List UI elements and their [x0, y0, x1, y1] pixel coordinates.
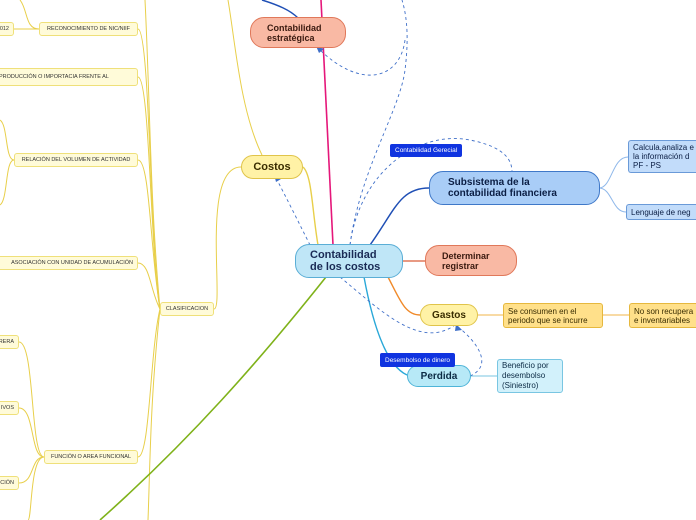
connector-central-subsistema	[369, 187, 430, 246]
subtopic-produccion-importancia[interactable]: PRODUCCIÓN O IMPORTACIA FRENTE AL	[0, 68, 138, 86]
connector-central-costos	[302, 166, 319, 246]
subtopic-funcion-area[interactable]: FUNCIÓN O AREA FUNCIONAL	[44, 450, 138, 464]
connector-funcion-children-4	[27, 456, 45, 520]
connector-relacion	[137, 159, 161, 310]
connector-clasificacion-trunk-low	[147, 308, 161, 520]
connector-central-green	[99, 276, 327, 520]
relation-central-estrategica	[317, 0, 408, 246]
connector-subsistema-lenguaje	[598, 187, 627, 213]
subtopic-ivos[interactable]: IVOS	[0, 401, 19, 415]
connector-central-perdida	[363, 276, 408, 376]
subtopic-012[interactable]: 012	[0, 22, 14, 36]
topic-determinar-registrar[interactable]: Determinar registrar	[425, 245, 517, 276]
relation-perdida-gastos	[457, 326, 483, 377]
connector-clasificacion-trunk	[144, 0, 161, 310]
topic-costos[interactable]: Costos	[241, 155, 303, 179]
topic-subsistema[interactable]: Subsistema de la contabilidad financiera	[429, 171, 600, 205]
connector-costos-clasificacion	[213, 166, 242, 310]
central-topic[interactable]: Contabilidad de los costos	[295, 244, 403, 278]
relation-central-gastos	[339, 276, 456, 334]
connector-estrategica-up	[261, 0, 299, 19]
relation-central-subsistema	[349, 138, 513, 246]
tag-contabilidad-gerencial: Contabilidad Gerecial	[390, 144, 463, 157]
subtopic-calcula-analiza[interactable]: Calcula,analiza e la información d PF - …	[628, 140, 696, 173]
subtopic-beneficio-desembolso[interactable]: Beneficio por desembolso (Siniestro)	[497, 359, 563, 393]
connector-relacion-sub	[0, 119, 15, 161]
topic-contabilidad-estrategica[interactable]: Contabilidad estratégica	[250, 17, 346, 48]
subtopic-clasificacion[interactable]: CLASIFICACION	[160, 302, 214, 316]
connector-relacion-sub2	[0, 159, 15, 206]
connector-funcion-children-3	[18, 456, 45, 484]
relation-central-costos	[274, 175, 311, 246]
connector-funcion-children-2	[18, 407, 45, 458]
connector-costos-up	[227, 0, 263, 156]
connector-central-gastos	[387, 276, 421, 316]
topic-perdida[interactable]: Perdida	[407, 365, 471, 387]
subtopic-relacion-volumen[interactable]: RELACIÓN DEL VOLUMEN DE ACTIVIDAD	[14, 153, 138, 167]
connector-subsistema-calcula	[598, 156, 629, 189]
subtopic-reconocimiento-nic-niif[interactable]: RECONOCIMIENTO DE NIC/NIIF	[39, 22, 138, 36]
connector-funcion	[137, 308, 161, 458]
subtopic-se-consumen[interactable]: Se consumen en el periodo que se incurre	[503, 303, 603, 328]
subtopic-cion[interactable]: CIÓN	[0, 476, 19, 490]
subtopic-lenguaje-negocios[interactable]: Lenguaje de neg	[626, 204, 696, 220]
subtopic-rrera[interactable]: RRERA	[0, 335, 19, 349]
connector-reconocimiento-up	[19, 0, 40, 30]
connector-asociacion	[137, 262, 161, 310]
connector-funcion-children-1	[18, 341, 45, 458]
topic-gastos[interactable]: Gastos	[420, 304, 478, 326]
subtopic-no-son-recuperables[interactable]: No son recupera e inventariables	[629, 303, 696, 328]
subtopic-asociacion-unidad[interactable]: ASOCIACIÓN CON UNIDAD DE ACUMULACIÓN	[0, 256, 138, 270]
tag-desembolso-dinero: Desembolso de dinero	[380, 353, 456, 367]
